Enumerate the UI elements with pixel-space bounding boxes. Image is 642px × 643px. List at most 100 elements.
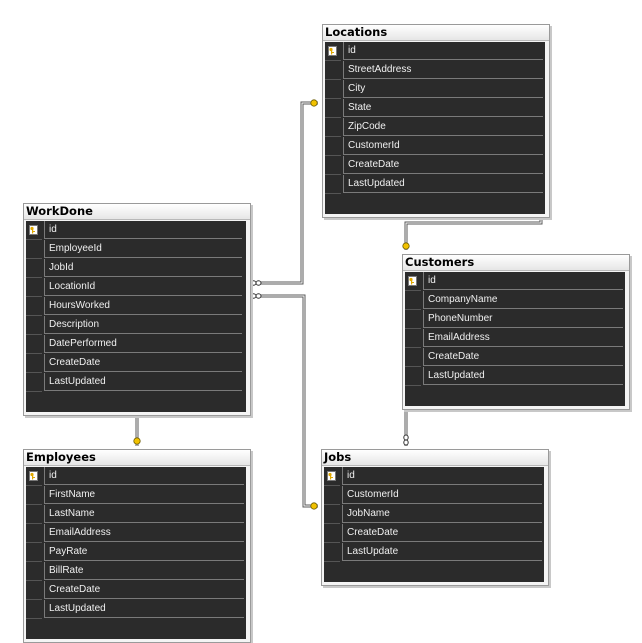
rel-jobs-customers-many-end-a xyxy=(403,434,409,441)
column-row[interactable]: BillRate xyxy=(26,562,246,581)
column-row[interactable]: LastUpdated xyxy=(405,367,625,386)
column-name: JobId xyxy=(44,259,242,277)
column-row[interactable]: StreetAddress xyxy=(325,61,545,80)
rel-workdone-jobs-many-end-b xyxy=(255,293,262,299)
column-name: LastName xyxy=(44,505,244,523)
column-row[interactable]: LocationId xyxy=(26,278,246,297)
column-name: LocationId xyxy=(44,278,242,296)
column-row[interactable]: ZipCode xyxy=(325,118,545,137)
table-title[interactable]: Jobs xyxy=(322,450,548,466)
column-name: CustomerId xyxy=(343,137,543,155)
column-row[interactable]: DatePerformed xyxy=(26,335,246,354)
column-row[interactable]: LastUpdated xyxy=(26,373,246,392)
key-cell xyxy=(26,335,42,354)
key-cell xyxy=(26,524,42,543)
column-name: LastUpdated xyxy=(343,175,543,193)
column-row[interactable]: LastUpdated xyxy=(325,175,545,194)
key-cell xyxy=(405,272,421,291)
key-cell xyxy=(26,543,42,562)
table-title[interactable]: WorkDone xyxy=(24,204,250,220)
column-name: ZipCode xyxy=(343,118,543,136)
column-row[interactable]: CreateDate xyxy=(405,348,625,367)
key-cell xyxy=(325,156,341,175)
table-title[interactable]: Employees xyxy=(24,450,250,466)
column-name: id xyxy=(44,221,242,239)
key-cell xyxy=(26,467,42,486)
rel-workdone-locations-many-end-a xyxy=(250,280,257,286)
column-row[interactable]: State xyxy=(325,99,545,118)
column-row[interactable]: FirstName xyxy=(26,486,246,505)
column-name: PhoneNumber xyxy=(423,310,623,328)
key-cell xyxy=(324,543,340,562)
column-name: JobName xyxy=(342,505,542,523)
column-row[interactable]: LastName xyxy=(26,505,246,524)
column-row[interactable]: City xyxy=(325,80,545,99)
key-cell xyxy=(26,316,42,335)
table-title[interactable]: Customers xyxy=(403,255,629,271)
column-row[interactable]: id xyxy=(26,221,246,240)
column-row[interactable]: Description xyxy=(26,316,246,335)
primary-key-icon xyxy=(29,471,38,481)
column-name: CustomerId xyxy=(342,486,542,504)
column-row[interactable]: PhoneNumber xyxy=(405,310,625,329)
rel-workdone-jobs-many-end-a xyxy=(250,293,257,299)
column-name: BillRate xyxy=(44,562,244,580)
column-name: PayRate xyxy=(44,543,244,561)
key-cell xyxy=(26,297,42,316)
column-row[interactable]: CreateDate xyxy=(324,524,544,543)
column-name: FirstName xyxy=(44,486,244,504)
column-row[interactable]: HoursWorked xyxy=(26,297,246,316)
column-row[interactable]: id xyxy=(26,467,246,486)
key-cell xyxy=(26,259,42,278)
column-name: LastUpdated xyxy=(44,600,244,618)
column-name: CreateDate xyxy=(343,156,543,174)
key-cell xyxy=(325,99,341,118)
column-row[interactable]: CreateDate xyxy=(26,581,246,600)
column-row[interactable]: id xyxy=(325,42,545,61)
column-row[interactable]: id xyxy=(405,272,625,291)
column-row[interactable]: CreateDate xyxy=(26,354,246,373)
column-row[interactable]: EmployeeId xyxy=(26,240,246,259)
key-cell xyxy=(26,354,42,373)
key-cell xyxy=(324,505,340,524)
key-cell xyxy=(405,310,421,329)
rel-workdone-locations-inner xyxy=(258,102,318,284)
column-row[interactable]: JobId xyxy=(26,259,246,278)
column-name: id xyxy=(423,272,623,290)
key-cell xyxy=(325,42,341,61)
column-row[interactable]: EmailAddress xyxy=(26,524,246,543)
primary-key-icon xyxy=(408,276,417,286)
table-title[interactable]: Locations xyxy=(323,25,549,41)
rel-workdone-jobs-key-end xyxy=(310,502,318,510)
column-name: id xyxy=(343,42,543,60)
column-row[interactable]: CustomerId xyxy=(324,486,544,505)
column-row[interactable]: PayRate xyxy=(26,543,246,562)
column-name: CreateDate xyxy=(44,581,244,599)
key-cell xyxy=(325,137,341,156)
primary-key-icon xyxy=(328,46,337,56)
column-row[interactable]: CompanyName xyxy=(405,291,625,310)
key-cell xyxy=(325,118,341,137)
column-row[interactable]: CreateDate xyxy=(325,156,545,175)
column-name: HoursWorked xyxy=(44,297,242,315)
column-name: City xyxy=(343,80,543,98)
column-row[interactable]: LastUpdated xyxy=(26,600,246,619)
column-row[interactable]: LastUpdate xyxy=(324,543,544,562)
column-row[interactable]: EmailAddress xyxy=(405,329,625,348)
column-name: CreateDate xyxy=(342,524,542,542)
key-cell xyxy=(26,581,42,600)
rel-workdone-locations-key-end xyxy=(310,99,318,107)
column-row[interactable]: JobName xyxy=(324,505,544,524)
column-row[interactable]: id xyxy=(324,467,544,486)
column-name: EmailAddress xyxy=(423,329,623,347)
column-row[interactable]: CustomerId xyxy=(325,137,545,156)
column-name: EmployeeId xyxy=(44,240,242,258)
